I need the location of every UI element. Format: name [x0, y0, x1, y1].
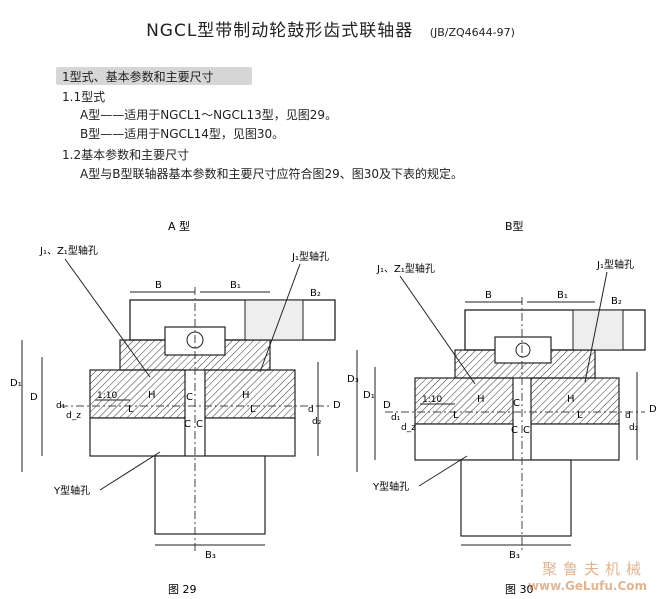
fig30-label-hole-jz: J₁、Z₁型轴孔	[376, 262, 435, 275]
subsection-1-1: 1.1型式	[62, 90, 106, 104]
watermark-cn: 聚鲁夫机械	[541, 560, 647, 578]
fig30-label-C3: C	[523, 425, 530, 436]
section-heading-bar	[56, 67, 252, 85]
fig29-caption: 图 29	[168, 583, 197, 596]
fig29-label-d2: d₂	[312, 417, 322, 427]
fig30-label-D: D	[383, 400, 391, 411]
fig29-label-dz: d_z	[66, 411, 81, 421]
fig30-label-hole-y: Y型轴孔	[372, 480, 409, 493]
fig29-right-shaft	[204, 417, 296, 457]
fig30-left-shaft	[414, 423, 514, 461]
fig30-bolt-head	[515, 342, 531, 358]
fig29-label-hole-y: Y型轴孔	[53, 484, 90, 497]
figure-30-drawing: B型 B B₁ B₂ B₃ D₃ D₁ D d₁ d_z 1:10 H H L …	[347, 219, 657, 596]
fig30-right-hub	[530, 377, 620, 425]
page-title: NGCL型带制动轮鼓形齿式联轴器 (JB/ZQ4644-97)	[0, 16, 661, 41]
fig29-brake-drum	[129, 299, 336, 341]
fig30-caption: 图 30	[505, 583, 534, 596]
watermark-url: www.GeLufu.Com	[527, 579, 647, 593]
fig29-label-D1: D₁	[10, 378, 22, 389]
figure-29-drawing: A 型 B B₁ B₂ B₃ D₁ D d₁ d_z 1:10 H H L L …	[10, 219, 341, 596]
fig29-label-B1: B₁	[230, 280, 241, 291]
fig30-label-dz: d_z	[401, 423, 416, 433]
fig30-label-L2: L	[577, 410, 583, 421]
type-b-description: B型——适用于NGCL14型，见图30。	[80, 127, 285, 141]
fig29-leader-jz	[64, 258, 151, 378]
fig29-label-B3: B₃	[205, 550, 216, 561]
fig30-label-B3: B₃	[509, 550, 520, 561]
fig30-left-hub	[414, 377, 514, 425]
fig30-label-D3: D₃	[347, 374, 359, 385]
fig29-label-d: d	[308, 405, 314, 415]
fig30-label-d2: d₂	[629, 423, 639, 433]
fig30-label-H: H	[477, 394, 485, 405]
fig29-label-C3: C	[196, 419, 203, 430]
fig29-label-C2: C	[184, 419, 191, 430]
subsection-1-2: 1.2基本参数和主要尺寸	[62, 148, 190, 162]
fig30-label-L: L	[453, 410, 459, 421]
fig29-label-H: H	[148, 390, 156, 401]
fig30-label-B: B	[485, 290, 492, 301]
fig30-label-C2: C	[511, 425, 518, 436]
fig30-leader-jz	[399, 275, 476, 385]
fig29-type-label: A 型	[168, 219, 190, 233]
fig29-label-hole-j: J₁型轴孔	[291, 250, 329, 263]
fig30-leader-j	[584, 271, 608, 383]
fig30-type-label: B型	[505, 219, 524, 233]
fig30-lower-drum	[460, 459, 572, 537]
fig30-label-D-right: D	[649, 404, 657, 415]
fig29-leader-j	[259, 263, 301, 373]
fig29-left-shaft	[89, 417, 186, 457]
fig29-label-H2: H	[242, 390, 250, 401]
fig29-label-L: L	[128, 404, 134, 415]
title-main: NGCL型带制动轮鼓形齿式联轴器	[146, 21, 414, 41]
fig29-lower-drum	[154, 455, 266, 535]
fig29-label-d1: d₁	[56, 401, 66, 411]
fig29-label-hole-jz: J₁、Z₁型轴孔	[39, 244, 98, 257]
requirement-paragraph: A型与B型联轴器基本参数和主要尺寸应符合图29、图30及下表的规定。	[80, 167, 463, 181]
fig30-label-d1: d₁	[391, 413, 401, 423]
fig30-leader-y	[418, 455, 468, 487]
type-a-description: A型——适用于NGCL1～NGCL13型，见图29。	[80, 108, 338, 122]
fig30-label-H2: H	[567, 394, 575, 405]
fig30-label-C: C	[513, 398, 520, 409]
fig29-label-B2: B₂	[310, 288, 321, 299]
fig30-right-shaft	[530, 423, 620, 461]
title-standard: (JB/ZQ4644-97)	[429, 26, 515, 39]
section-heading: 1型式、基本参数和主要尺寸	[62, 70, 214, 84]
fig30-label-taper: 1:10	[422, 395, 442, 405]
fig29-leader-y	[99, 451, 161, 491]
fig30-label-D1: D₁	[363, 390, 375, 401]
fig30-label-B2: B₂	[611, 296, 622, 307]
fig29-label-D: D	[30, 392, 38, 403]
fig29-label-taper: 1:10	[97, 391, 117, 401]
fig30-label-d: d	[625, 411, 631, 421]
fig29-label-L2: L	[250, 404, 256, 415]
fig29-label-B: B	[155, 280, 162, 291]
fig29-label-C: C	[186, 392, 193, 403]
fig30-label-B1: B₁	[557, 290, 568, 301]
fig29-label-D-right: D	[333, 400, 341, 411]
fig30-label-hole-j: J₁型轴孔	[596, 258, 634, 271]
watermark: 聚鲁夫机械 www.GeLufu.Com	[528, 558, 647, 593]
